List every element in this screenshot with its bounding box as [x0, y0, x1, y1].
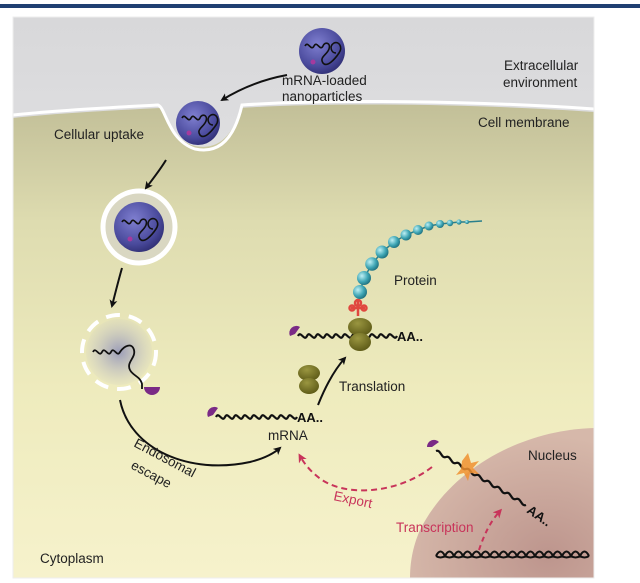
poly-a-tail-translating: AA..: [397, 329, 423, 344]
pathway-arrows: [109, 74, 347, 467]
amino-acid-bead: [400, 229, 412, 241]
amino-acid-bead: [456, 219, 462, 225]
label-translation: Translation: [339, 379, 405, 394]
nuclear-pore: [456, 453, 479, 481]
endosome: [100, 188, 178, 266]
amino-acid-bead: [413, 225, 423, 235]
arrow-to-escape: [109, 267, 123, 308]
label-transcription: Transcription: [396, 520, 474, 535]
nucleus-region: [410, 428, 594, 578]
arrow-export: [298, 453, 433, 492]
amino-acid-bead: [436, 220, 444, 228]
amino-acid-bead: [446, 219, 454, 227]
arrow-transcription: [478, 508, 503, 551]
label-cell-membrane: Cell membrane: [478, 115, 570, 130]
trna: [348, 298, 368, 316]
ribosome-free: [298, 365, 320, 394]
arrow-uptake: [220, 74, 288, 102]
amino-acid-bead: [357, 271, 371, 285]
arrow-translation: [317, 356, 347, 406]
label-nanoparticles: mRNA-loaded: [282, 73, 367, 88]
label-cytoplasm: Cytoplasm: [40, 551, 104, 566]
mrna-strand: [207, 406, 298, 420]
amino-acid-bead: [424, 221, 434, 231]
cell-membrane: [13, 100, 594, 152]
amino-acid-bead: [365, 257, 379, 271]
amino-acid-bead: [353, 285, 367, 299]
ribosome-bound: [348, 318, 372, 351]
amino-acid-bead: [375, 245, 389, 259]
arrow-endosomal-escape: [119, 399, 282, 467]
arrow-to-endosome: [144, 159, 167, 190]
label-extracellular: Extracellular: [504, 58, 579, 73]
header-rule: [0, 4, 640, 8]
mrna-translating: [289, 325, 398, 339]
nanoparticle-uptake: [176, 101, 220, 145]
disrupted-endosome: [80, 313, 160, 395]
nanoparticle-extracellular: [299, 28, 345, 74]
label-nucleus: Nucleus: [528, 448, 577, 463]
poly-a-tail-center: AA..: [297, 410, 323, 425]
label-protein: Protein: [394, 273, 437, 288]
label-cellular-uptake: Cellular uptake: [54, 127, 144, 142]
label-extracellular-line2: environment: [503, 75, 578, 90]
label-nanoparticles-line2: nanoparticles: [282, 89, 363, 104]
amino-acid-bead: [388, 236, 400, 248]
protein-chain: [353, 219, 483, 299]
nuclear-mrna: [426, 439, 527, 507]
label-mrna: mRNA: [268, 428, 308, 443]
dna-double-helix: [435, 550, 590, 559]
amino-acid-bead: [465, 220, 469, 224]
